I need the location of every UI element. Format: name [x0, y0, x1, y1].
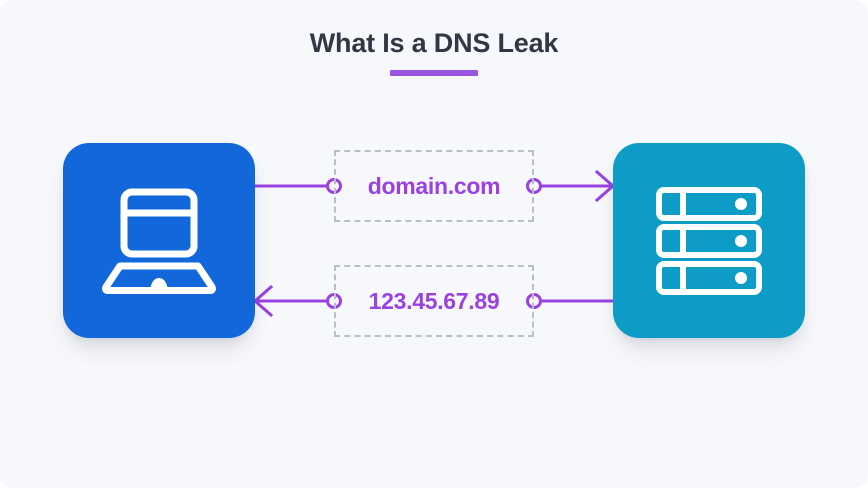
server-rack-icon — [656, 186, 762, 295]
response-label-box: 123.45.67.89 — [334, 265, 534, 337]
response-label-text: 123.45.67.89 — [368, 287, 500, 314]
node-client-device[interactable] — [63, 143, 255, 338]
laptop-icon — [102, 188, 216, 294]
page-header: What Is a DNS Leak — [0, 26, 868, 76]
arrowhead-left-icon — [252, 284, 274, 318]
page-title: What Is a DNS Leak — [309, 28, 559, 58]
query-label-text: domain.com — [367, 172, 501, 199]
query-label-box: domain.com — [334, 150, 534, 222]
arrowhead-right-icon — [594, 169, 616, 203]
server-rack-unit — [656, 186, 762, 221]
server-rack-unit — [656, 223, 762, 258]
server-rack-unit — [656, 260, 762, 295]
node-dns-server[interactable] — [613, 143, 805, 338]
title-underline-accent — [390, 70, 478, 76]
